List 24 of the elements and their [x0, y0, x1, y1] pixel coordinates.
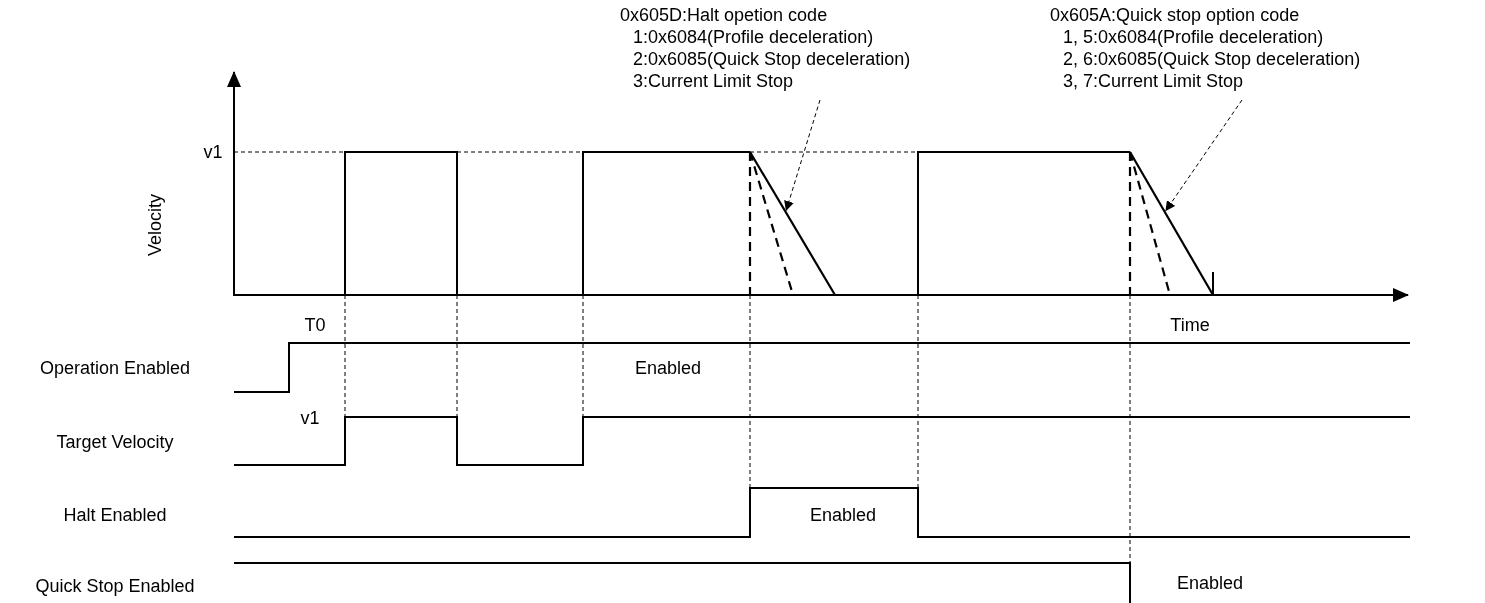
state-label: Enabled	[1176, 572, 1244, 594]
axis-label: v1	[203, 141, 223, 163]
axis-label: Velocity	[144, 194, 166, 256]
annotation-heading: 0x605A:Quick stop option code	[1050, 4, 1301, 26]
annotation-heading: 0x605D:Halt opetion code	[620, 4, 829, 26]
axis-label: Time	[1170, 314, 1210, 336]
annotation-line: 2:0x6085(Quick Stop deceleration)	[632, 48, 911, 70]
deceleration-ramp	[749, 151, 836, 296]
axis-label: T0	[304, 314, 326, 336]
leader-line	[784, 99, 821, 212]
value-label: v1	[300, 407, 320, 429]
annotation-line: 1, 5:0x6084(Profile deceleration)	[1062, 26, 1325, 48]
state-label: Enabled	[634, 357, 702, 379]
annotation-line: 2, 6:0x6085(Quick Stop deceleration)	[1062, 48, 1361, 70]
deceleration-ramp	[1129, 151, 1214, 296]
leader-line	[1165, 99, 1243, 212]
signal-name: Quick Stop Enabled	[35, 575, 195, 597]
annotation-line: 3, 7:Current Limit Stop	[1062, 70, 1245, 92]
signal-name: Operation Enabled	[39, 357, 191, 379]
signal-name: Target Velocity	[56, 431, 174, 453]
signal-name: Halt Enabled	[63, 504, 167, 526]
annotation-line: 3:Current Limit Stop	[632, 70, 795, 92]
annotation-line: 1:0x6084(Profile deceleration)	[632, 26, 875, 48]
state-label: Enabled	[809, 504, 877, 526]
